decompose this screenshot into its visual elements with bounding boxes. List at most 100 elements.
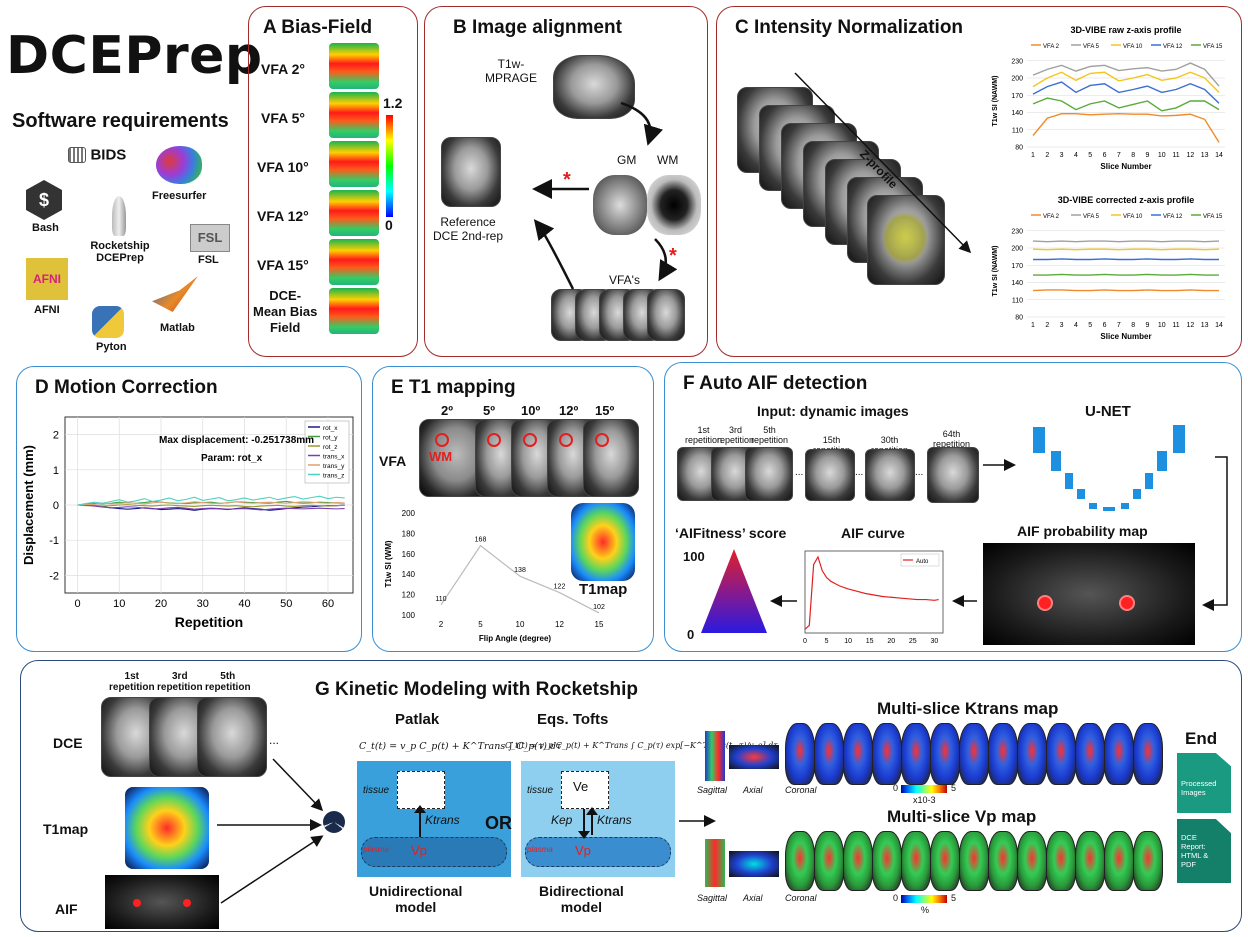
x-tick-label: 13 bbox=[1201, 152, 1209, 159]
ellipsis: ... bbox=[915, 467, 924, 478]
x-tick-label: 5 bbox=[825, 638, 829, 645]
rep-label: 1st repetition bbox=[685, 425, 723, 445]
t1map-input-label: T1map bbox=[43, 821, 89, 837]
fsl-icon: FSL bbox=[190, 224, 230, 252]
reference-dce-image bbox=[441, 137, 501, 207]
angle-label: 12º bbox=[559, 403, 579, 418]
plasma-label: plasma bbox=[527, 845, 553, 854]
coronal-slice bbox=[930, 831, 960, 891]
unet-diagram bbox=[1033, 425, 1185, 511]
dce-report-label: DCE Report: HTML & PDF bbox=[1181, 833, 1209, 869]
y-tick-label: 170 bbox=[1011, 93, 1023, 100]
x-tick-label: 50 bbox=[280, 598, 292, 610]
x-tick-label: 13 bbox=[1201, 322, 1209, 329]
coronal-slice bbox=[814, 831, 844, 891]
bias-map bbox=[329, 190, 379, 236]
y-tick-label: 180 bbox=[402, 529, 416, 538]
vfa-row-label: VFA 2° bbox=[261, 61, 305, 77]
panel-intensity-normalization: C Intensity Normalization Z-profile 3D-V… bbox=[716, 6, 1242, 357]
chart-title: 3D-VIBE raw z-axis profile bbox=[1070, 25, 1181, 35]
tissue-label: tissue bbox=[363, 785, 390, 796]
tofts-equation: C_t(t) = v_p C_p(t) + K^Trans ∫ C_p(τ) e… bbox=[505, 741, 778, 750]
dynamic-image bbox=[745, 447, 793, 501]
vp-sagittal bbox=[705, 839, 725, 887]
y-axis-label: Displacement (mm) bbox=[21, 445, 36, 565]
dce-report-doc: DCE Report: HTML & PDF bbox=[1177, 819, 1231, 883]
x-tick-label: 7 bbox=[1117, 322, 1121, 329]
ktrans-coronal-row bbox=[785, 723, 1167, 785]
legend-label: trans_y bbox=[323, 463, 345, 470]
score-max: 100 bbox=[683, 549, 705, 564]
y-tick-label: -1 bbox=[49, 535, 59, 547]
x-axis-label: Slice Number bbox=[1100, 162, 1151, 171]
x-tick-label: 9 bbox=[1146, 322, 1150, 329]
panel-a-title: A Bias-Field bbox=[263, 17, 373, 38]
merge-icon bbox=[323, 811, 345, 833]
data-label: 122 bbox=[554, 584, 566, 591]
x-tick-label: 5 bbox=[1088, 152, 1092, 159]
end-label: End bbox=[1185, 729, 1218, 748]
x-tick-label: 6 bbox=[1103, 152, 1107, 159]
ellipsis: ... bbox=[855, 467, 864, 478]
x-tick-label: 20 bbox=[155, 598, 167, 610]
legend-label: rot_z bbox=[323, 444, 337, 451]
x-tick-label: 30 bbox=[930, 638, 938, 645]
legend-label: trans_z bbox=[323, 473, 344, 480]
x-tick-label: 2 bbox=[439, 620, 444, 629]
series-line bbox=[1032, 112, 1220, 143]
coronal-slice bbox=[988, 831, 1018, 891]
vp-unit: % bbox=[921, 905, 930, 915]
x-tick-label: 40 bbox=[238, 598, 250, 610]
panel-g-title: G Kinetic Modeling with Rocketship bbox=[315, 679, 639, 700]
coronal-slice bbox=[814, 723, 844, 785]
sagittal-label: Sagittal bbox=[697, 893, 728, 903]
x-tick-label: 12 bbox=[1186, 152, 1194, 159]
freesurfer-label: Freesurfer bbox=[152, 190, 207, 202]
ktrans-colorbar bbox=[901, 785, 947, 793]
coronal-slice bbox=[1133, 723, 1163, 785]
x-tick-label: 10 bbox=[1158, 152, 1166, 159]
tofts-model-diagram: Ve tissue plasma Vp Kep Ktrans bbox=[521, 761, 675, 877]
matlab-label: Matlab bbox=[160, 322, 195, 334]
legend-box bbox=[304, 420, 350, 484]
vp-label: Vp bbox=[575, 843, 591, 858]
rocketship-label: Rocketship DCEPrep bbox=[90, 240, 150, 264]
fsl-label: FSL bbox=[198, 254, 219, 266]
axial-label: Axial bbox=[743, 893, 763, 903]
legend-label: VFA 5 bbox=[1083, 44, 1100, 50]
x-tick-label: 7 bbox=[1117, 152, 1121, 159]
legend-label: VFA 15 bbox=[1203, 214, 1223, 220]
patlak-equation: C_t(t) = v_p C_p(t) + K^Trans ∫ C_p(τ) d… bbox=[359, 741, 562, 752]
vfa-images bbox=[419, 419, 639, 497]
tissue-label: tissue bbox=[527, 785, 554, 796]
param-text: Param: rot_x bbox=[201, 453, 263, 464]
y-tick-label: 140 bbox=[1011, 110, 1023, 117]
input-arrows bbox=[217, 758, 324, 904]
bash-label: Bash bbox=[32, 222, 59, 234]
x-tick-label: 10 bbox=[1158, 322, 1166, 329]
software-heading: Software requirements bbox=[12, 110, 229, 132]
x-tick-label: 12 bbox=[555, 620, 564, 629]
legend-label: rot_y bbox=[323, 435, 338, 442]
bias-map-mean bbox=[329, 288, 379, 334]
x-tick-label: 6 bbox=[1103, 322, 1107, 329]
coronal-slice bbox=[930, 723, 960, 785]
dynamic-image bbox=[865, 449, 915, 501]
x-tick-label: 15 bbox=[866, 638, 874, 645]
aif-input-label: AIF bbox=[55, 901, 78, 917]
fit-line bbox=[440, 544, 600, 614]
coronal-slice bbox=[1046, 831, 1076, 891]
series-line bbox=[77, 495, 345, 506]
angle-label: 2º bbox=[441, 403, 453, 418]
tofts-title: Eqs. Tofts bbox=[537, 711, 609, 728]
coronal-slice bbox=[1133, 831, 1163, 891]
series-line bbox=[1033, 273, 1219, 276]
panel-t1-mapping: E T1 mapping VFA 2º 5º 10º 12º 15º WM T1… bbox=[372, 366, 654, 652]
colorbar-min: 0 bbox=[385, 217, 393, 233]
vfa-row-label: VFA 10° bbox=[257, 159, 309, 175]
y-tick-label: 230 bbox=[1011, 228, 1023, 235]
x-tick-label: 1 bbox=[1031, 152, 1035, 159]
x-tick-label: 11 bbox=[1172, 322, 1179, 329]
afni-label: AFNI bbox=[34, 304, 60, 316]
